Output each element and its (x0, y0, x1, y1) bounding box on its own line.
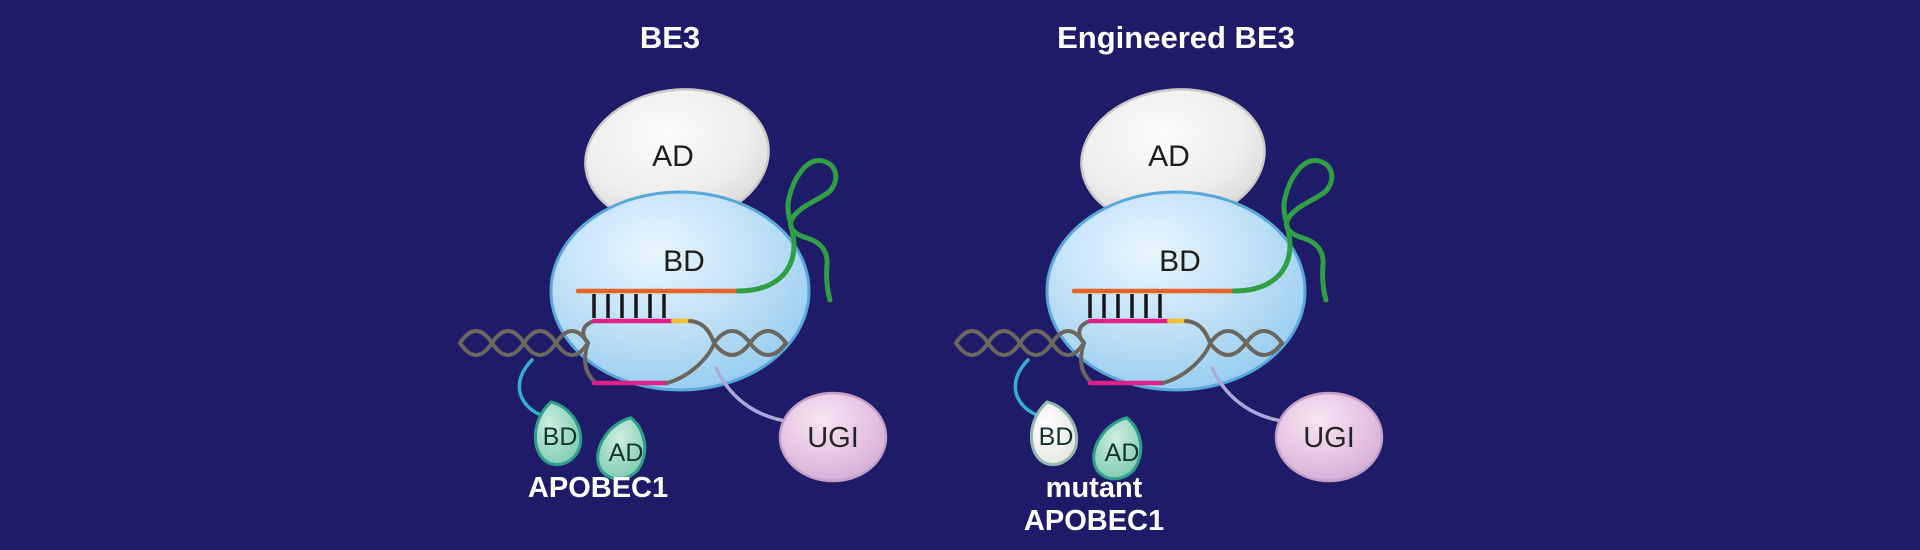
dna-displaced-strand-right (1161, 342, 1212, 385)
panel-be3: BE3 AD BD BD AD (458, 20, 888, 504)
sgrna-scaffold-loop (735, 158, 839, 303)
dna-helix-left-strand2 (458, 329, 590, 357)
apobec-ad-label: AD (609, 439, 644, 467)
apobec-ad-leaf (1092, 416, 1143, 481)
sgrna-scaffold-loop (1231, 158, 1335, 303)
ugi-label: UGI (1303, 422, 1355, 454)
ugi-linker (714, 366, 794, 424)
dna-displaced-strand-left (1079, 341, 1092, 383)
panel-title: BE3 (640, 20, 700, 55)
ugi-blob (778, 391, 888, 483)
apobec-linker (1013, 358, 1044, 419)
apobec-ad-label: AD (1105, 439, 1140, 467)
ad-domain-label: AD (1148, 140, 1190, 173)
apobec-bd-leaf-mutant (1029, 400, 1079, 467)
dna-target-strand-right (688, 319, 716, 345)
bd-domain-label: BD (1159, 245, 1201, 278)
base-pairing-ticks (592, 294, 666, 318)
apobec-name-line1: mutant (1046, 472, 1143, 504)
apobec-linker (517, 358, 548, 419)
ugi-label: UGI (807, 422, 859, 454)
dna-target-strand-right (1184, 319, 1212, 345)
apobec-bd-leaf (533, 400, 583, 467)
dna-helix-right-strand2 (1208, 329, 1284, 357)
dna-helix-left-strand2 (954, 329, 1086, 357)
bd-domain-label: BD (663, 245, 705, 278)
ad-domain-label: AD (652, 140, 694, 173)
dna-displaced-strand-right (665, 342, 716, 385)
dna-target-strand-left (581, 319, 596, 345)
dna-displaced-strand-left (583, 341, 596, 383)
base-pairing-ticks (1088, 294, 1162, 318)
dna-target-strand-left (1077, 319, 1092, 345)
ugi-linker (1210, 366, 1290, 424)
panel-title: Engineered BE3 (1057, 20, 1295, 55)
ugi-blob (1274, 391, 1384, 483)
apobec-name-line1: APOBEC1 (528, 472, 668, 504)
dna-helix-right-strand2 (712, 329, 788, 357)
apobec-bd-label: BD (543, 423, 578, 451)
apobec-ad-leaf (596, 416, 647, 481)
apobec-name-line2: APOBEC1 (1024, 505, 1164, 537)
apobec-bd-label: BD (1039, 423, 1074, 451)
panel-engineered-be3: Engineered BE3 AD BD BD (954, 20, 1384, 537)
